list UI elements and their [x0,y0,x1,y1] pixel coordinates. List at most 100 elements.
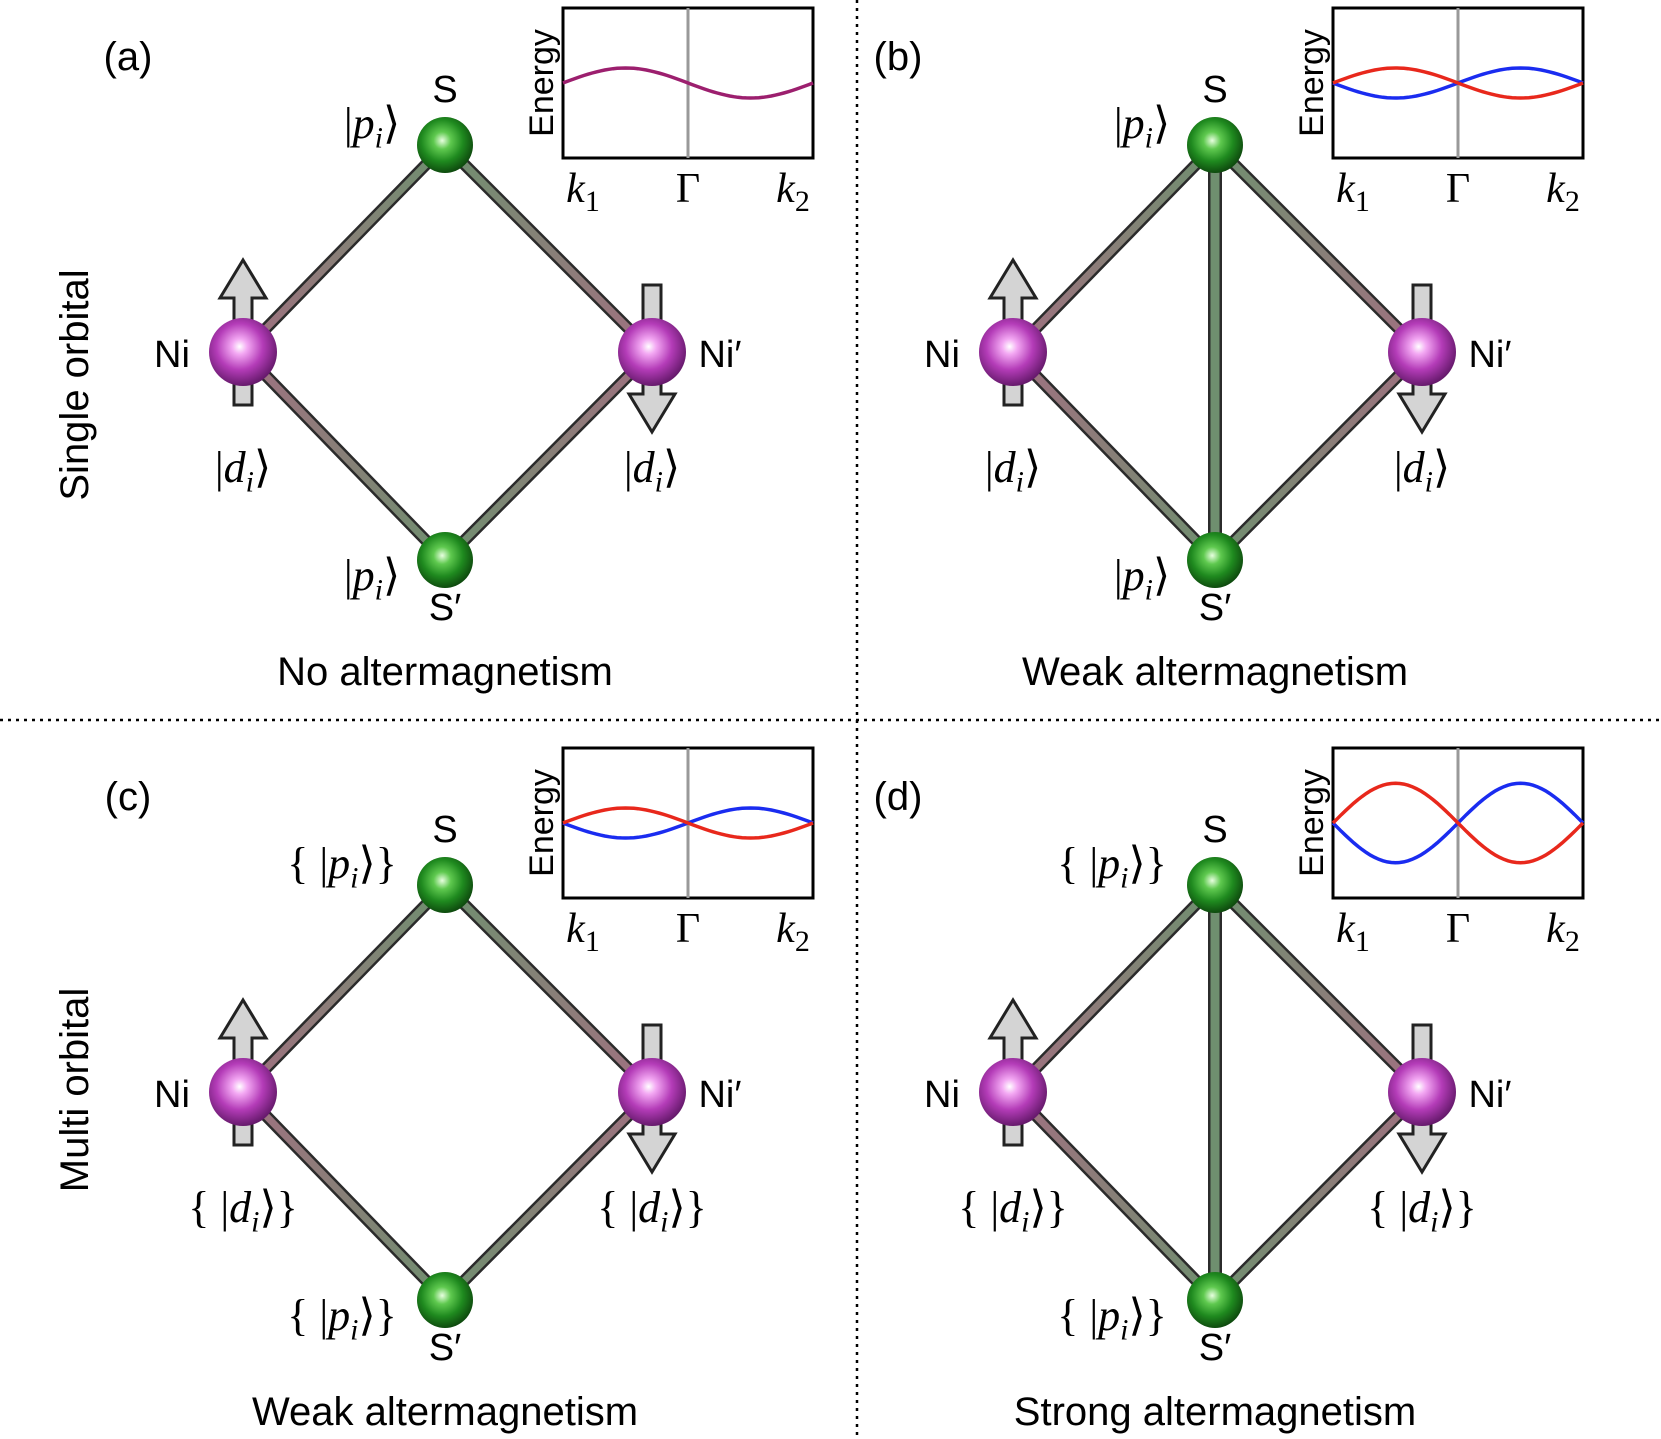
inset-ylabel: Energy [1293,29,1331,137]
row-label-single-orbital: Single orbital [53,269,97,500]
bond-sprime-niprime [1209,346,1428,566]
ni-prime-atom [618,318,686,386]
bond-ni-s [237,879,451,1098]
s-prime-atom [1187,1272,1243,1328]
inset-tick-label: Γ [1446,166,1470,212]
bond-s-niprime [1209,879,1428,1098]
ni-prime-atom [1388,318,1456,386]
inset-tick-label: k2 [1546,166,1580,218]
s-atom [1187,117,1243,173]
ni-prime-atom [1388,1058,1456,1126]
atom-label-ni: Ni [154,334,190,376]
panel-b: (b) Ni Ni′ S S′ Weak altermagnetism |pi⟩ |pi⟩ |d… [874,6,1585,694]
d-state-left: { |di⟩} [188,1183,298,1239]
bond-sprime-niprime [439,346,658,566]
atom-label-ni: Ni [924,334,960,376]
band-up-curve [1331,781,1585,865]
p-state-top: |pi⟩ [344,99,400,155]
inset-tick-label: k1 [1336,166,1370,218]
bond-s-niprime [439,879,658,1098]
band-degenerate-curve [562,66,814,100]
ni-atom [979,318,1047,386]
inset-ylabel: Energy [523,29,561,137]
p-state-bottom: |pi⟩ [344,551,400,607]
inset-tick-label: k2 [1546,906,1580,958]
band-up-curve [1332,66,1584,100]
atom-label-s: S [1202,69,1227,111]
panel-label: (b) [874,35,923,79]
p-state-top: { |pi⟩} [287,839,397,895]
p-state-bottom: |pi⟩ [1114,551,1170,607]
s-atom [417,857,473,913]
p-state-bottom: { |pi⟩} [287,1291,397,1347]
inset-tick-label: Γ [676,906,700,952]
p-state-top: { |pi⟩} [1057,839,1167,895]
bond-ni-s [1007,139,1221,358]
bond-ni-sprime [237,346,451,566]
s-prime-atom [417,532,473,588]
bond-sprime-niprime [1209,1086,1428,1306]
panel-caption: Weak altermagnetism [1022,650,1408,694]
d-state-left: |di⟩ [985,443,1041,499]
atom-label-s-prime: S′ [429,587,461,629]
bond-ni-sprime [1007,346,1221,566]
atom-label-s: S [432,809,457,851]
atom-label-ni-prime: Ni′ [1468,1074,1511,1116]
row-label-multi-orbital: Multi orbital [53,988,97,1193]
panel-label: (c) [105,775,152,819]
inset-tick-label: Γ [676,166,700,212]
bond-ni-sprime [1007,1086,1221,1306]
panel-caption: Weak altermagnetism [252,1390,638,1434]
atom-label-s-prime: S′ [1199,587,1231,629]
atom-label-ni-prime: Ni′ [698,1074,741,1116]
inset-tick-label: k1 [566,166,600,218]
d-state-right: |di⟩ [624,443,680,499]
atom-label-ni-prime: Ni′ [698,334,741,376]
d-state-left: |di⟩ [215,443,271,499]
ni-atom [209,318,277,386]
ni-prime-atom [618,1058,686,1126]
d-state-left: { |di⟩} [958,1183,1068,1239]
s-atom [1187,857,1243,913]
bond-s-niprime [1209,139,1428,358]
ni-atom [209,1058,277,1126]
inset-ylabel: Energy [1293,769,1331,877]
atom-label-s-prime: S′ [1199,1327,1231,1369]
d-state-right: { |di⟩} [1367,1183,1477,1239]
d-state-right: |di⟩ [1394,443,1450,499]
p-state-bottom: { |pi⟩} [1057,1291,1167,1347]
bond-ni-s [1007,879,1221,1098]
inset-tick-label: Γ [1446,906,1470,952]
inset-tick-label: k1 [1336,906,1370,958]
d-state-right: { |di⟩} [597,1183,707,1239]
bond-ni-s [237,139,451,358]
s-prime-atom [417,1272,473,1328]
atom-label-s: S [1202,809,1227,851]
s-atom [417,117,473,173]
panel-label: (a) [104,35,153,79]
inset-tick-label: k2 [776,906,810,958]
atom-label-ni: Ni [924,1074,960,1116]
bond-sprime-niprime [439,1086,658,1306]
bond-s-niprime [439,139,658,358]
band-up-curve [562,806,814,840]
inset-tick-label: k2 [776,166,810,218]
inset-tick-label: k1 [566,906,600,958]
p-state-top: |pi⟩ [1114,99,1170,155]
panel-label: (d) [874,775,923,819]
atom-label-s: S [432,69,457,111]
atom-label-ni-prime: Ni′ [1468,334,1511,376]
atom-label-s-prime: S′ [429,1327,461,1369]
s-prime-atom [1187,532,1243,588]
bond-ni-sprime [237,1086,451,1306]
inset-ylabel: Energy [523,769,561,877]
panel-c: (c) Ni Ni′ S S′ Weak altermagnetism { |pi⟩} { |… [105,746,815,1434]
atom-label-ni: Ni [154,1074,190,1116]
